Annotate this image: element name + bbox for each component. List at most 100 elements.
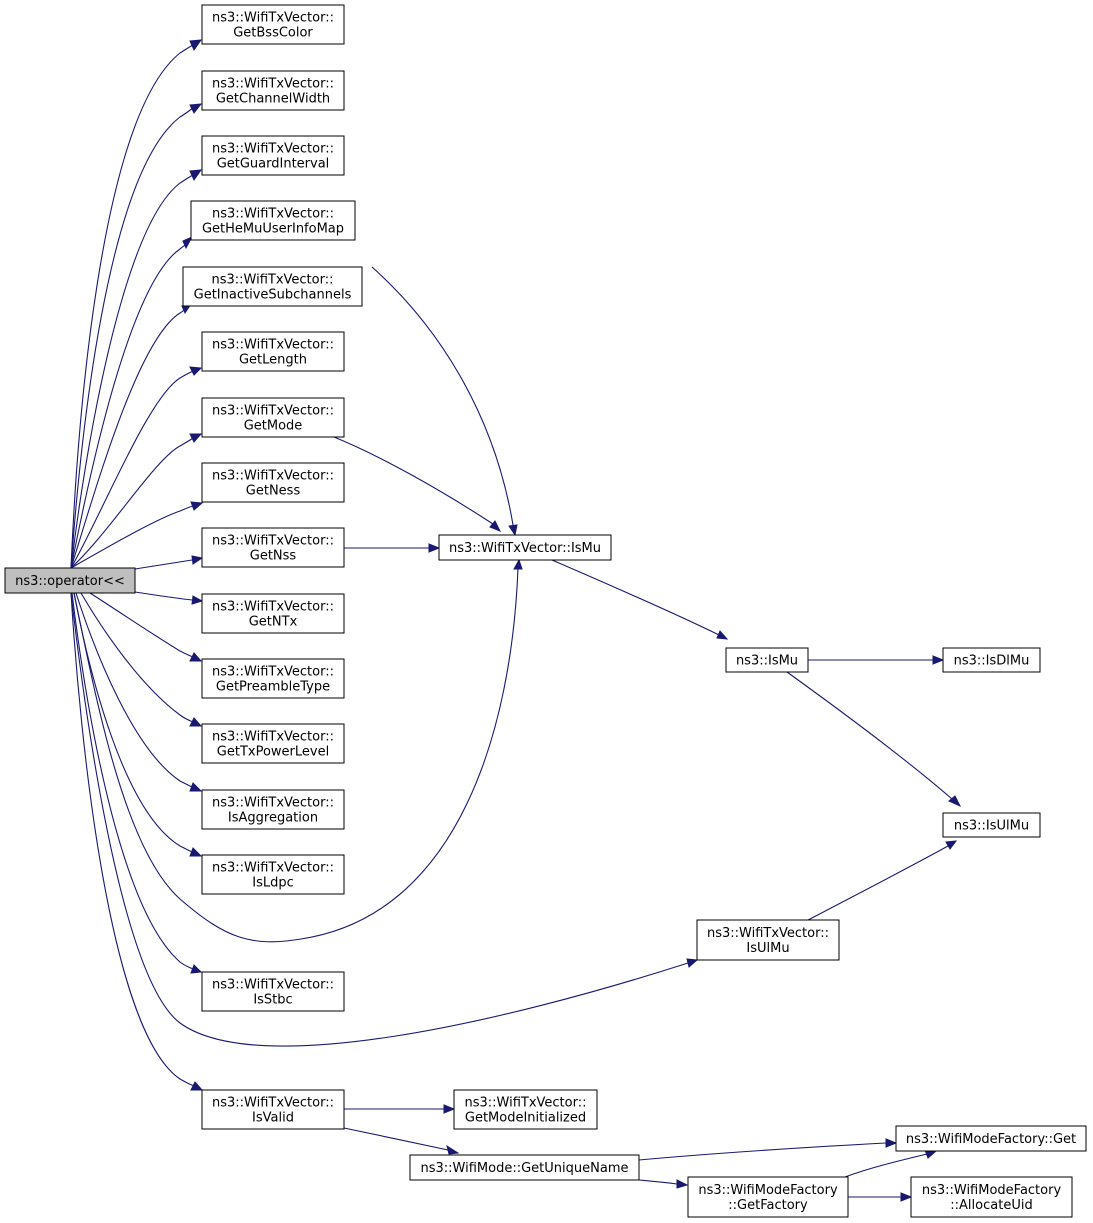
edge-operator-to-isaggregation	[75, 592, 203, 792]
node-label: IsValid	[252, 1111, 294, 1126]
node-label: ns3::IsDlMu	[954, 654, 1030, 669]
node-label: ns3::WifiTxVector::	[212, 861, 334, 876]
node-label: ns3::operator<<	[15, 574, 125, 589]
node-getbsscolor[interactable]: ns3::WifiTxVector::GetBssColor	[201, 4, 345, 45]
node-getguardinterval[interactable]: ns3::WifiTxVector::GetGuardInterval	[201, 135, 345, 176]
node-box	[696, 919, 840, 961]
edge-arrowhead	[945, 840, 958, 850]
edge-getmode-to-txismu	[333, 436, 502, 532]
edge-operator-to-txismu	[73, 558, 523, 943]
edge-arrowhead	[428, 543, 441, 553]
node-box	[201, 1089, 345, 1130]
node-label: ns3::WifiTxVector::	[212, 404, 334, 419]
node-label: ns3::WifiTxVector::	[212, 11, 334, 26]
node-isstbc[interactable]: ns3::WifiTxVector::IsStbc	[201, 971, 345, 1012]
edge-line	[70, 592, 195, 1087]
node-label: ns3::WifiTxVector::	[212, 338, 334, 353]
node-getmode[interactable]: ns3::WifiTxVector::GetMode	[201, 397, 345, 438]
node-isvalid[interactable]: ns3::WifiTxVector::IsValid	[201, 1089, 345, 1130]
edge-line	[89, 592, 194, 658]
edge-line	[75, 592, 193, 788]
node-getlength[interactable]: ns3::WifiTxVector::GetLength	[201, 331, 345, 372]
node-box	[190, 200, 356, 241]
node-getness[interactable]: ns3::WifiTxVector::GetNess	[201, 462, 345, 503]
edge-arrowhead	[508, 524, 518, 537]
node-box	[201, 70, 345, 111]
node-label: ns3::WifiTxVector::	[212, 796, 334, 811]
node-getfactory[interactable]: ns3::WifiModeFactory::GetFactory	[687, 1176, 849, 1218]
node-allocateuid[interactable]: ns3::WifiModeFactory::AllocateUid	[910, 1176, 1073, 1218]
edge-getuniquename-to-factoryget	[638, 1138, 898, 1161]
edge-txismu-to-ismu	[551, 559, 729, 640]
node-getuniquename[interactable]: ns3::WifiMode::GetUniqueName	[409, 1154, 640, 1181]
node-box	[453, 1089, 598, 1130]
node-isulmu[interactable]: ns3::IsUlMu	[942, 812, 1041, 838]
node-gettxpowerlevel[interactable]: ns3::WifiTxVector::GetTxPowerLevel	[201, 723, 345, 764]
edge-line	[70, 244, 186, 569]
node-getinactivesubchannels[interactable]: ns3::WifiTxVector::GetInactiveSubchannel…	[182, 266, 363, 307]
edge-getfactory-to-factoryget	[844, 1149, 938, 1178]
edge-arrowhead	[191, 595, 204, 605]
edge-line	[70, 174, 194, 569]
edge-operator-to-isvalid	[70, 592, 204, 1091]
node-factoryget[interactable]: ns3::WifiModeFactory::Get	[895, 1125, 1087, 1152]
edge-getnss-to-txismu	[344, 543, 441, 553]
node-getchannelwidth[interactable]: ns3::WifiTxVector::GetChannelWidth	[201, 70, 345, 111]
edge-line	[80, 592, 194, 723]
node-getpreambletype[interactable]: ns3::WifiTxVector::GetPreambleType	[201, 658, 345, 699]
edge-getfactory-to-allocateuid	[848, 1192, 913, 1202]
node-label: GetInactiveSubchannels	[194, 288, 352, 303]
node-isdlmu[interactable]: ns3::IsDlMu	[942, 647, 1041, 673]
edge-line	[333, 436, 494, 525]
node-label: ns3::WifiModeFactory	[922, 1183, 1062, 1198]
node-label: IsLdpc	[252, 876, 294, 891]
edge-operator-to-getchannelwidth	[70, 103, 203, 569]
edge-line	[70, 107, 194, 569]
node-label: IsAggregation	[228, 811, 318, 826]
node-label: ::GetFactory	[728, 1198, 808, 1213]
node-label: GetNss	[250, 549, 297, 564]
edge-line	[638, 1179, 678, 1185]
node-box	[201, 971, 345, 1012]
node-label: GetBssColor	[233, 26, 313, 41]
edge-arrowhead	[900, 1192, 913, 1202]
node-box	[182, 266, 363, 307]
node-getmodeinitialized[interactable]: ns3::WifiTxVector::GetModeInitialized	[453, 1089, 598, 1130]
edge-line	[786, 671, 953, 800]
node-box	[942, 812, 1041, 838]
node-label: ns3::WifiTxVector::	[212, 665, 334, 680]
node-ismu[interactable]: ns3::IsMu	[725, 647, 809, 673]
edge-operator-to-gethemuuserinfomap	[70, 235, 194, 569]
node-label: ns3::WifiTxVector::	[211, 273, 333, 288]
edge-arrowhead	[948, 795, 962, 808]
node-box	[725, 647, 809, 673]
edge-arrowhead	[190, 1081, 204, 1091]
edge-arrowhead	[513, 558, 523, 570]
edge-operator-to-getness	[70, 501, 204, 569]
node-box	[201, 527, 345, 568]
edge-line	[343, 1127, 449, 1151]
edge-arrowhead	[885, 1138, 898, 1148]
node-label: ns3::WifiTxVector::	[464, 1096, 586, 1111]
edge-arrowhead	[190, 964, 203, 974]
edge-line	[70, 437, 194, 569]
node-operator[interactable]: ns3::operator<<	[4, 567, 136, 594]
node-label: ns3::WifiTxVector::	[212, 600, 334, 615]
node-gethemuuserinfomap[interactable]: ns3::WifiTxVector::GetHeMuUserInfoMap	[190, 200, 356, 241]
node-getntx[interactable]: ns3::WifiTxVector::GetNTx	[201, 593, 345, 634]
edge-arrowhead	[446, 1144, 460, 1155]
edge-operator-to-getntx	[134, 591, 204, 605]
edge-line	[70, 370, 194, 569]
edge-line	[551, 559, 720, 636]
node-txisulmu[interactable]: ns3::WifiTxVector::IsUlMu	[696, 919, 840, 961]
node-box	[201, 4, 345, 45]
node-txismu[interactable]: ns3::WifiTxVector::IsMu	[438, 534, 612, 561]
node-label: IsUlMu	[746, 941, 789, 956]
node-label: ns3::WifiModeFactory::Get	[906, 1132, 1076, 1147]
node-box	[438, 534, 612, 561]
node-label: GetHeMuUserInfoMap	[202, 222, 344, 237]
node-isldpc[interactable]: ns3::WifiTxVector::IsLdpc	[201, 854, 345, 895]
node-getnss[interactable]: ns3::WifiTxVector::GetNss	[201, 527, 345, 568]
node-box	[942, 647, 1041, 673]
node-isaggregation[interactable]: ns3::WifiTxVector::IsAggregation	[201, 789, 345, 830]
